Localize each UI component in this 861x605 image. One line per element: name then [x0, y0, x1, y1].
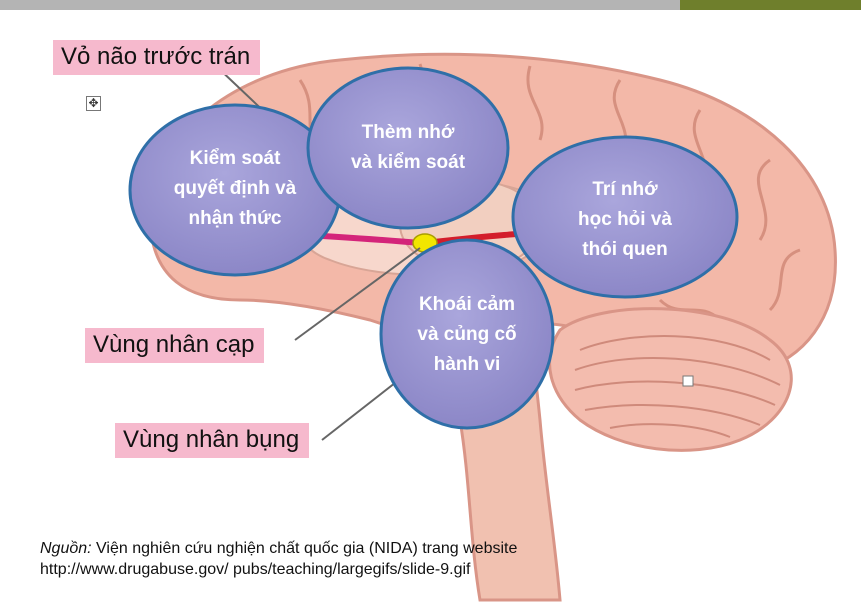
- bubble-craving: Thèm nhớ và kiểm soát: [308, 118, 508, 178]
- bubble-control-line-1: Kiểm soát: [135, 144, 335, 174]
- bubble-pleasure: Khoái cảm và củng cố hành vi: [377, 290, 557, 380]
- bubble-memory: Trí nhớ học hỏi và thói quen: [525, 175, 725, 265]
- cerebellum-shape: [550, 309, 792, 451]
- bubble-pleasure-line-2: và củng cố: [377, 320, 557, 350]
- label-ventral-tegmental-area: Vùng nhân bụng: [115, 423, 309, 458]
- bubble-memory-line-2: học hỏi và: [525, 205, 725, 235]
- source-text: Viện nghiên cứu nghiện chất quốc gia (NI…: [92, 540, 518, 557]
- source-line-1: Nguồn: Viện nghiên cứu nghiện chất quốc …: [40, 538, 517, 559]
- bubble-pleasure-line-3: hành vi: [377, 350, 557, 380]
- bubble-pleasure-line-1: Khoái cảm: [377, 290, 557, 320]
- bubble-memory-line-3: thói quen: [525, 235, 725, 265]
- source-url: http://www.drugabuse.gov/ pubs/teaching/…: [40, 559, 517, 580]
- bubble-control: Kiểm soát quyết định và nhận thức: [135, 144, 335, 234]
- source-label: Nguồn:: [40, 540, 92, 557]
- marker-square: [683, 376, 693, 386]
- bubble-craving-line-1: Thèm nhớ: [308, 118, 508, 148]
- bubble-craving-line-2: và kiểm soát: [308, 148, 508, 178]
- bubble-control-line-3: nhận thức: [135, 204, 335, 234]
- bubble-control-line-2: quyết định và: [135, 174, 335, 204]
- label-nucleus-accumbens: Vùng nhân cạp: [85, 328, 264, 363]
- source-citation: Nguồn: Viện nghiên cứu nghiện chất quốc …: [40, 538, 517, 580]
- move-handle-icon[interactable]: ✥: [86, 96, 101, 111]
- label-prefrontal-cortex: Vỏ não trước trán: [53, 40, 260, 75]
- bubble-memory-line-1: Trí nhớ: [525, 175, 725, 205]
